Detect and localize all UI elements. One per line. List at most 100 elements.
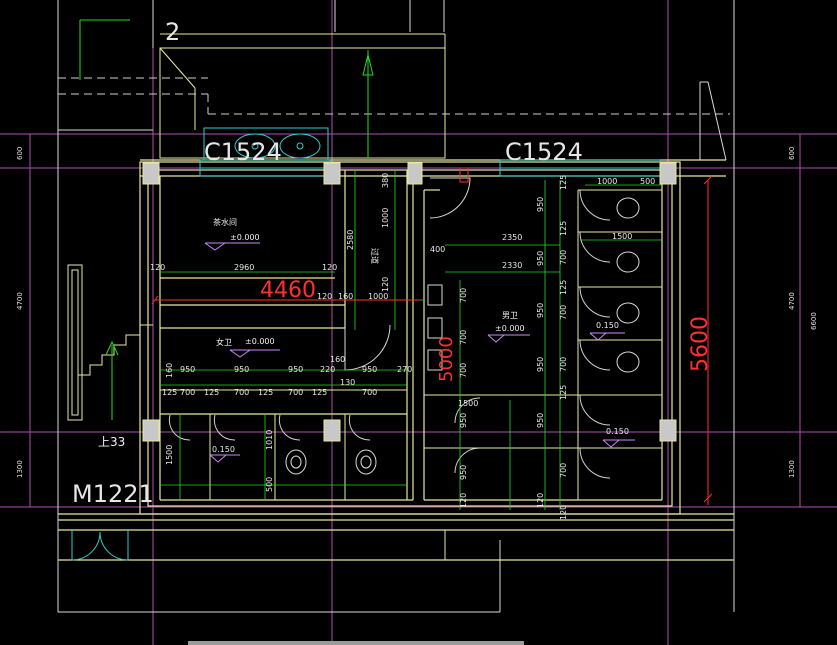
axis-l600: 600 [16, 147, 24, 160]
dim-160b: 160 [330, 355, 345, 364]
column-4 [142, 419, 160, 442]
column-3 [659, 162, 677, 185]
dimension-lines [160, 170, 662, 510]
dim-1500l: 1500 [458, 399, 478, 408]
dim-500: 500 [265, 477, 274, 492]
dim-700b: 700 [234, 388, 249, 397]
room-male-elev: ±0.000 [495, 324, 525, 333]
dim-220: 220 [320, 365, 335, 374]
top-canopy [159, 33, 446, 159]
window-label-right: C1524 [505, 138, 583, 166]
r125c: 125 [559, 280, 568, 295]
m120: 120 [459, 493, 468, 508]
r700c: 700 [559, 357, 568, 372]
dim-120a: 120 [150, 263, 165, 272]
bottom-marker [440, 530, 452, 561]
dim-2330: 2330 [502, 261, 522, 270]
column-1 [142, 162, 160, 185]
dim-160v: 160 [165, 363, 174, 378]
dim-1500: 1500 [165, 445, 174, 465]
m700b: 700 [459, 330, 468, 345]
dim-700c: 700 [288, 388, 303, 397]
height-dim: 5600 [688, 316, 713, 372]
r125b: 125 [559, 221, 568, 236]
building-walls [58, 159, 734, 561]
elevation-marks [204, 242, 635, 463]
r700b: 700 [559, 305, 568, 320]
r120a: 120 [536, 493, 545, 508]
dashed-lines [58, 77, 730, 115]
r700a: 700 [559, 250, 568, 265]
room-corridor: 过道 [370, 248, 380, 264]
dim-1000v: 1000 [381, 208, 390, 228]
dim-500t: 500 [640, 177, 655, 186]
dim-950d: 950 [362, 365, 377, 374]
dim-950a: 950 [180, 365, 195, 374]
slope-c: 0.150 [606, 427, 629, 436]
r950e: 950 [536, 413, 545, 428]
r700d: 700 [559, 463, 568, 478]
column-6 [659, 419, 677, 442]
context-lines [57, 0, 735, 613]
r950c: 950 [536, 303, 545, 318]
floor-number: 2 [165, 18, 180, 46]
m950a: 950 [459, 413, 468, 428]
dim-1010: 1010 [265, 430, 274, 450]
stair-dim: 5000 [436, 336, 457, 382]
stair-label: 上33 [98, 435, 125, 449]
red-dimension-lines [151, 175, 713, 505]
dim-120b: 120 [322, 263, 337, 272]
column-2 [323, 162, 341, 185]
dim-270: 270 [397, 365, 412, 374]
dim-2580: 2580 [346, 230, 355, 250]
column-5 [323, 419, 341, 442]
r950b: 950 [536, 251, 545, 266]
dim-125c: 125 [258, 388, 273, 397]
width-dim: 4460 [260, 278, 316, 303]
room-tea: 茶水间 [213, 217, 237, 227]
axis-r4700: 4700 [788, 292, 796, 310]
floor-marker [79, 19, 130, 80]
r120b: 120 [559, 505, 568, 520]
dim-700a: 700 [180, 388, 195, 397]
door-label: M1221 [72, 480, 154, 508]
room-male: 男卫 [502, 311, 518, 320]
r125a: 125 [559, 175, 568, 190]
window-label-left: C1524 [204, 138, 282, 166]
axis-l4700: 4700 [16, 292, 24, 310]
male-stalls [424, 189, 662, 500]
slope-b: 0.150 [596, 321, 619, 330]
dim-125d: 125 [312, 388, 327, 397]
horizontal-scrollbar[interactable] [188, 641, 524, 645]
r125d: 125 [559, 385, 568, 400]
dim-950b: 950 [234, 365, 249, 374]
dim-700d: 700 [362, 388, 377, 397]
dim-130: 130 [340, 378, 355, 387]
column-7 [407, 162, 423, 185]
dim-2350: 2350 [502, 233, 522, 242]
room-tea-elev: ±0.000 [230, 233, 260, 242]
dim-120c: 120 [317, 292, 332, 301]
axis-r1300: 1300 [788, 460, 796, 478]
m950b: 950 [459, 465, 468, 480]
dim-950c: 950 [288, 365, 303, 374]
axis-r600: 600 [788, 147, 796, 160]
dim-160: 160 [338, 292, 353, 301]
m700c: 700 [459, 363, 468, 378]
m700a: 700 [459, 288, 468, 303]
dim-400: 400 [430, 245, 445, 254]
columns [142, 162, 677, 442]
r950d: 950 [536, 357, 545, 372]
stair [67, 264, 153, 421]
dim-1500r: 1500 [612, 232, 632, 241]
dim-380: 380 [381, 173, 390, 188]
r950a: 950 [536, 197, 545, 212]
female-stalls [160, 389, 407, 500]
axis-r6600: 6600 [810, 312, 818, 330]
dim-125b: 125 [204, 388, 219, 397]
axis-l1300: 1300 [16, 460, 24, 478]
dim-125a: 125 [162, 388, 177, 397]
dim-1000t: 1000 [597, 177, 617, 186]
dim-120v: 120 [381, 277, 390, 292]
